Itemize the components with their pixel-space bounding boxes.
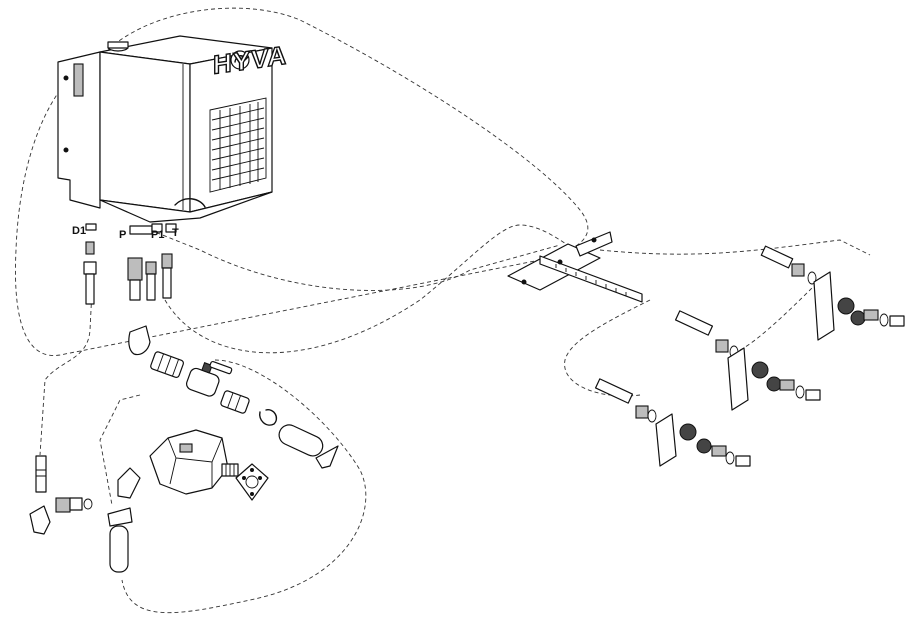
quick-coupler: [696, 438, 712, 454]
suction-line-components: [128, 325, 339, 469]
valve-plate: [727, 347, 749, 411]
drain-hose-stub: [35, 455, 47, 493]
hose-routing-lines: [15, 7, 871, 614]
bracket-rail: [539, 255, 643, 303]
port-label-p1: P1: [151, 229, 164, 241]
oil-tank: HYVA: [57, 35, 288, 223]
valve-plate: [813, 271, 835, 341]
o-ring: [83, 498, 93, 510]
routing-line-d1: [39, 289, 93, 456]
quick-coupler: [766, 376, 782, 392]
hose-stub-p: [127, 257, 143, 301]
hose-clamp-1: [259, 409, 278, 426]
port-label-t: T: [172, 227, 179, 239]
ball-valve: [186, 360, 233, 397]
quick-coupler: [679, 423, 697, 441]
valve-mounting-bracket: [507, 231, 643, 303]
filler-neck: [107, 41, 129, 49]
gear-pump-assembly: [107, 429, 269, 573]
hose-stub: [760, 245, 794, 269]
valve-plate: [655, 413, 677, 467]
bracket-upright: [575, 231, 613, 257]
routing-line-pump-loop: [121, 359, 367, 614]
elbow-fitting: [128, 325, 151, 356]
drain-line-components: [29, 455, 93, 535]
pump-inlet-elbow: [117, 467, 141, 499]
routing-line-return: [164, 224, 576, 354]
hose-ferrule: [791, 263, 805, 277]
mounting-hole: [63, 75, 69, 81]
quick-coupler: [850, 310, 866, 326]
routing-line-right-lower-2: [739, 279, 821, 351]
tank-front-side: [99, 51, 191, 213]
quick-coupler: [837, 297, 855, 315]
quick-coupler: [751, 361, 769, 379]
pump-suction-hose: [109, 525, 129, 573]
gear-pump: [149, 429, 229, 495]
pump-flange: [235, 463, 269, 501]
hose-clamp-3: [107, 507, 133, 527]
hose-clamp-2: [315, 445, 339, 469]
hose-ferrule: [635, 405, 649, 419]
routing-line-right-lower: [564, 299, 651, 397]
hose-stub-p1: [145, 261, 157, 301]
suction-hose: [278, 424, 324, 457]
routing-line-outer-loop: [15, 7, 589, 356]
port-fitting-p1: [151, 223, 163, 233]
port-fitting-t: [165, 223, 177, 233]
routing-line-right-upper: [599, 239, 871, 256]
tank-bottom: [99, 191, 273, 223]
routing-line-to-bracket: [149, 229, 561, 291]
port-label-p: P: [119, 229, 126, 241]
hose-ferrule: [715, 339, 729, 353]
hyva-arrow-icon: [230, 50, 250, 70]
straight-adapter: [150, 351, 184, 379]
valve-group-upper: [760, 245, 905, 341]
valve-group-middle: [674, 310, 821, 411]
port-label-d1: D1: [72, 225, 86, 237]
valve-group-lower: [594, 378, 751, 467]
port-fitting-p: [129, 225, 153, 235]
port-fitting-d1: [85, 223, 97, 231]
hose-stub-t: [161, 253, 173, 299]
port-hose-stubs: [83, 241, 173, 305]
hose-nipple: [220, 390, 250, 414]
mounting-hole: [63, 147, 69, 153]
cooler-grille: [209, 97, 267, 193]
pump-port: [179, 443, 193, 453]
drain-adapter: [55, 497, 83, 513]
drain-elbow: [29, 505, 51, 535]
hose-stub: [674, 310, 714, 336]
tank-ports: D1 P P1 T: [72, 223, 179, 241]
tank-suction-outlet: [174, 198, 206, 208]
pump-shaft: [221, 463, 239, 477]
hose-stub: [594, 378, 634, 404]
sight-glass: [73, 63, 84, 97]
routing-line-to-pump: [99, 394, 141, 506]
hose-stub-d1: [83, 241, 97, 305]
